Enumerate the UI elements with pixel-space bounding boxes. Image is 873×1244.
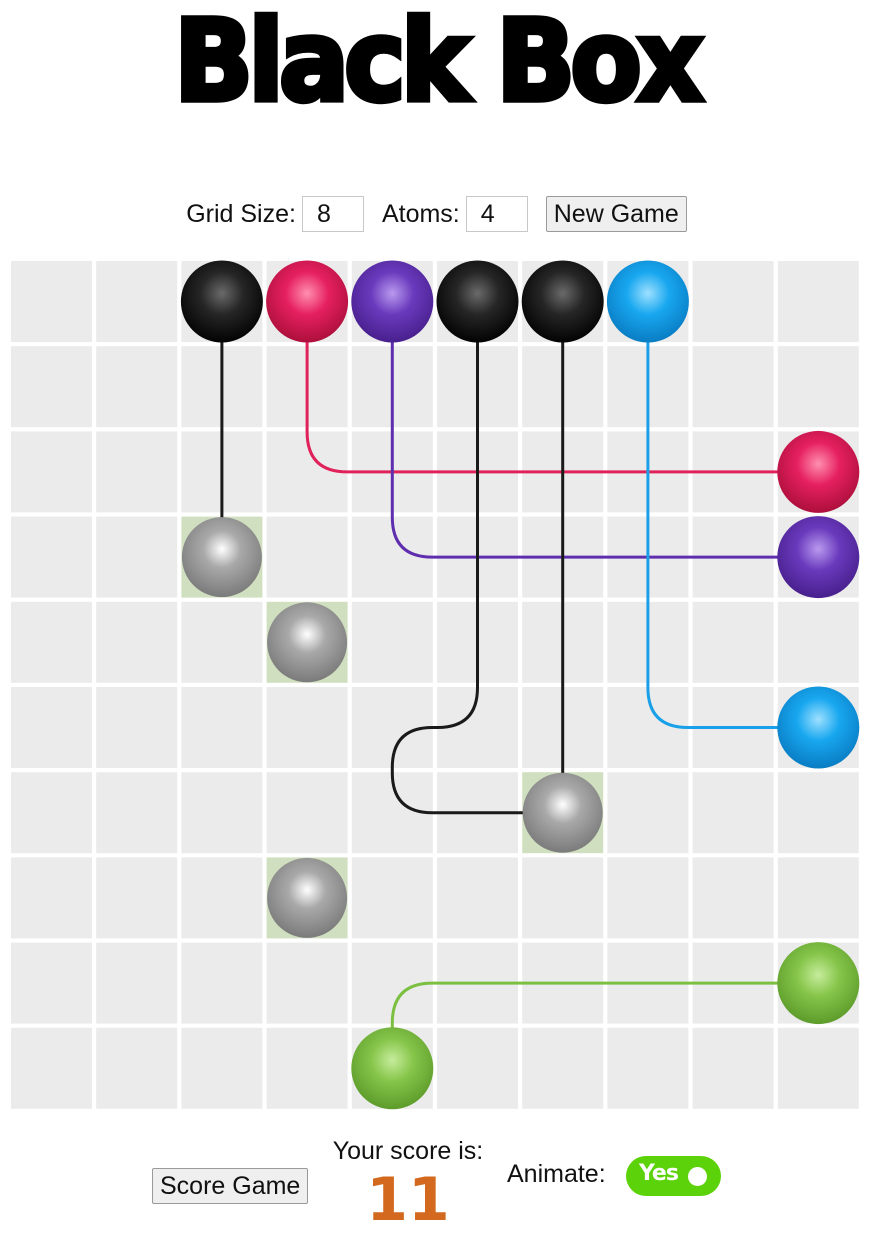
edge-cell[interactable]: [692, 261, 774, 342]
edge-cell[interactable]: [11, 772, 92, 854]
grid-cell[interactable]: [692, 772, 774, 854]
edge-cell[interactable]: [266, 1027, 348, 1109]
grid-cell[interactable]: [96, 346, 178, 428]
toggle-knob-icon: [688, 1167, 707, 1186]
animate-toggle[interactable]: Yes: [626, 1156, 721, 1196]
grid-cell[interactable]: [692, 857, 774, 939]
ray-path-4: [390, 301, 563, 815]
animate-toggle-label: Yes: [639, 1161, 679, 1186]
markers-layer: [180, 260, 860, 1110]
ray-entry-marker-3[interactable]: [351, 260, 434, 343]
ray-exit-marker-3[interactable]: [777, 516, 860, 599]
edge-cell[interactable]: [11, 516, 92, 598]
grid-size-label: Grid Size:: [186, 199, 296, 228]
score-caption: Your score is:: [332, 1137, 484, 1165]
ray-entry-marker-4[interactable]: [436, 260, 519, 343]
grid-cell[interactable]: [96, 772, 178, 854]
corner-cell: [777, 261, 859, 342]
grid-cell[interactable]: [96, 857, 178, 939]
grid-cell[interactable]: [266, 687, 348, 768]
score-game-button[interactable]: Score Game: [152, 1168, 309, 1204]
game-controls: Grid Size: Atoms: New Game: [0, 194, 873, 234]
page-title: Black Box: [172, 0, 707, 127]
edge-cell[interactable]: [777, 346, 859, 428]
edge-cell[interactable]: [437, 1027, 518, 1109]
atoms-label: Atoms:: [381, 199, 460, 228]
edge-cell[interactable]: [777, 857, 859, 939]
grid-cell[interactable]: [607, 857, 689, 939]
edge-cell[interactable]: [11, 942, 92, 1024]
atom-marker-3[interactable]: [522, 772, 603, 853]
grid-cell[interactable]: [181, 601, 263, 683]
corner-cell: [11, 1027, 92, 1109]
grid-cell[interactable]: [96, 431, 178, 513]
score-value: 11: [366, 1165, 450, 1235]
grid-cell[interactable]: [96, 687, 178, 768]
atom-marker-4[interactable]: [267, 857, 348, 938]
rays-layer: [220, 301, 819, 1069]
ray-entry-marker-5[interactable]: [521, 260, 604, 343]
ray-exit-marker-7[interactable]: [777, 942, 860, 1025]
corner-cell: [777, 1027, 859, 1109]
atom-marker-2[interactable]: [267, 602, 348, 683]
ray-path-3: [390, 301, 819, 559]
edge-cell[interactable]: [11, 687, 92, 768]
grid-cell[interactable]: [692, 601, 774, 683]
edge-cell[interactable]: [11, 601, 92, 683]
grid-cell[interactable]: [96, 516, 178, 598]
grid-cell[interactable]: [522, 857, 604, 939]
grid-cell[interactable]: [607, 772, 689, 854]
ray-exit-marker-6[interactable]: [777, 686, 860, 769]
corner-cell: [11, 261, 92, 342]
grid-cell[interactable]: [692, 346, 774, 428]
grid-cell[interactable]: [351, 601, 433, 683]
ray-entry-marker-1[interactable]: [180, 260, 263, 343]
ray-path-7: [390, 981, 819, 1069]
new-game-button[interactable]: New Game: [545, 196, 687, 232]
edge-cell[interactable]: [692, 1027, 774, 1109]
animate-label: Animate:: [507, 1160, 606, 1188]
edge-cell[interactable]: [181, 1027, 263, 1109]
grid-cell[interactable]: [437, 857, 518, 939]
grid-cell[interactable]: [351, 857, 433, 939]
ray-entry-marker-2[interactable]: [266, 260, 349, 343]
grid-cell[interactable]: [96, 942, 178, 1024]
grid-cell[interactable]: [96, 601, 178, 683]
grid-size-input[interactable]: [301, 196, 364, 232]
grid-cell[interactable]: [181, 772, 263, 854]
grid-cell[interactable]: [266, 516, 348, 598]
grid-cell[interactable]: [181, 687, 263, 768]
edge-cell[interactable]: [777, 772, 859, 854]
ray-entry-marker-7[interactable]: [351, 1027, 434, 1110]
edge-cell[interactable]: [522, 1027, 604, 1109]
edge-cell[interactable]: [607, 1027, 689, 1109]
ray-path-2: [305, 301, 819, 474]
grid-cell[interactable]: [181, 857, 263, 939]
edge-cell[interactable]: [777, 601, 859, 683]
ray-entry-marker-6[interactable]: [606, 260, 689, 343]
edge-cell[interactable]: [96, 261, 178, 342]
ray-exit-marker-2[interactable]: [777, 430, 860, 513]
grid-cell[interactable]: [266, 942, 348, 1024]
game-board: [11, 260, 860, 1110]
edge-cell[interactable]: [96, 1027, 178, 1109]
edge-cell[interactable]: [11, 431, 92, 513]
atom-marker-1[interactable]: [181, 517, 262, 598]
grid-cell[interactable]: [181, 942, 263, 1024]
grid-cell[interactable]: [266, 772, 348, 854]
ray-path-6: [646, 301, 819, 729]
edge-cell[interactable]: [11, 346, 92, 428]
atoms-input[interactable]: [465, 196, 528, 232]
edge-cell[interactable]: [11, 857, 92, 939]
